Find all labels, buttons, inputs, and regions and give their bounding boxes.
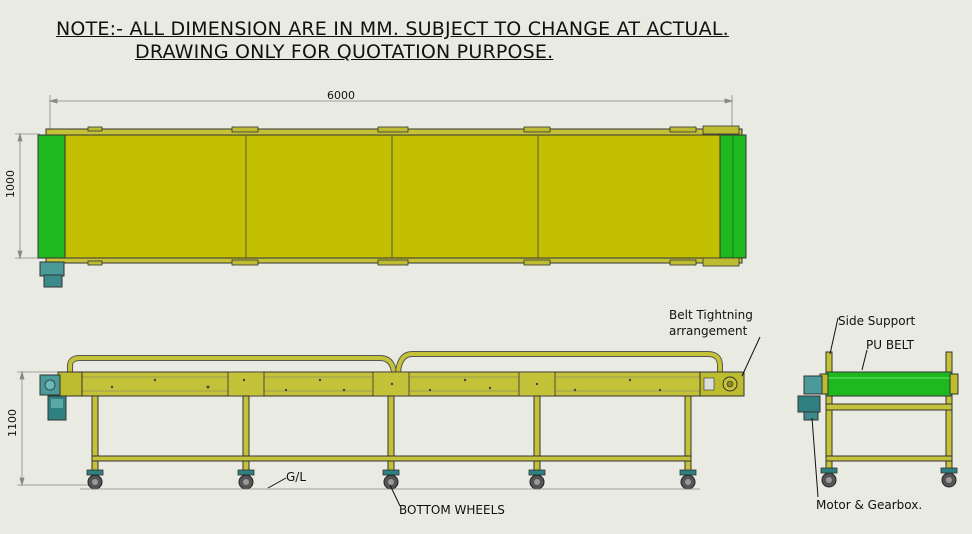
note-line-1: NOTE:- ALL DIMENSION ARE IN MM. SUBJECT … <box>56 18 729 40</box>
bottom-tie-bar <box>91 455 692 462</box>
top-view-motor <box>39 261 65 288</box>
width-dimension-label: 1000 <box>4 170 17 198</box>
bottom-wheels-label: BOTTOM WHEELS <box>399 503 505 517</box>
end-view-wheels <box>820 467 958 488</box>
ground-level-label: G/L <box>286 470 306 484</box>
side-support-label: Side Support <box>838 314 915 328</box>
pu-belt-roller <box>825 371 953 397</box>
side-view: 1100 <box>6 308 761 517</box>
belt-tightning-label-1: Belt Tightning <box>669 308 753 322</box>
height-dimension <box>17 370 90 487</box>
length-dimension <box>48 95 734 130</box>
side-guard-rail <box>67 351 723 373</box>
drive-end <box>39 371 83 421</box>
motor-gearbox-label: Motor & Gearbox. <box>816 498 922 512</box>
end-view-leaders <box>811 317 868 498</box>
height-dimension-label: 1100 <box>6 409 19 437</box>
side-support-post <box>825 351 833 375</box>
top-view: 6000 1000 <box>4 89 747 288</box>
rail-brackets <box>87 125 740 267</box>
support-legs <box>91 395 692 473</box>
width-dimension <box>15 132 40 260</box>
side-support-post <box>945 351 953 375</box>
belt-tightning-label-2: arrangement <box>669 324 748 338</box>
length-dimension-label: 6000 <box>327 89 355 102</box>
drive-roller <box>37 134 66 259</box>
belt-tightning-arrangement <box>699 371 745 397</box>
note-line-2: DRAWING ONLY FOR QUOTATION PURPOSE. <box>135 41 554 63</box>
pu-belt-label: PU BELT <box>866 338 915 352</box>
bottom-wheels <box>86 469 697 490</box>
leader-lines <box>267 336 761 507</box>
end-view-motor <box>797 375 823 421</box>
bolt-marks <box>110 378 662 392</box>
joint-plates <box>227 371 556 397</box>
end-view: Side Support PU BELT Motor & Gearbox. <box>797 314 959 512</box>
